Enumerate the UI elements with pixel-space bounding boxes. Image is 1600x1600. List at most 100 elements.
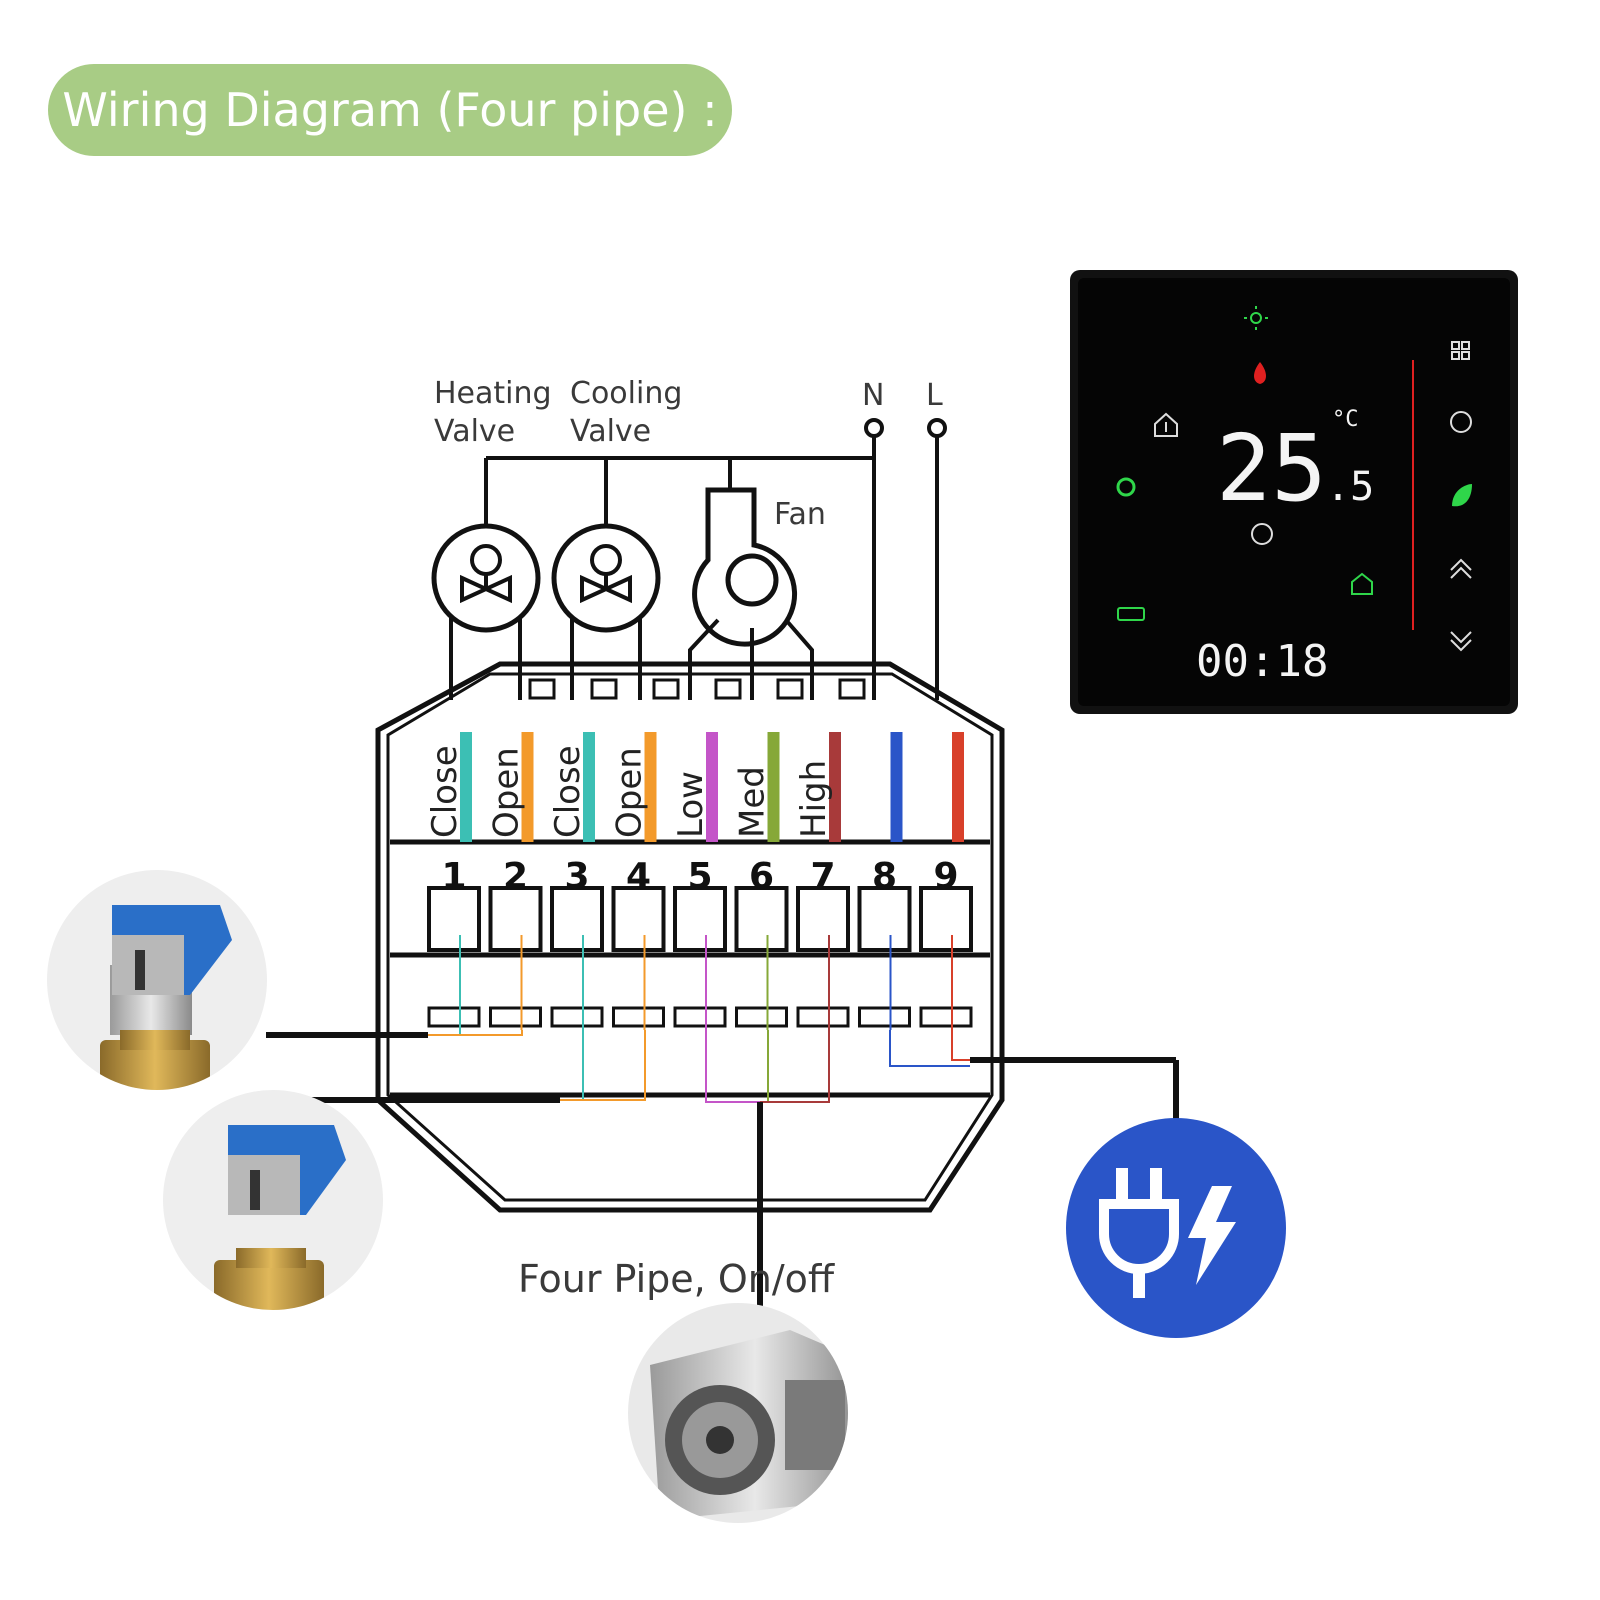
diagram-title: Wiring Diagram (Four pipe) : <box>48 64 732 156</box>
terminal-number-7: 7 <box>810 856 835 897</box>
route-wire-5 <box>705 1030 760 1103</box>
terminal-slot-9 <box>919 886 973 952</box>
wire-bar-4 <box>644 732 657 842</box>
terminal-block <box>427 678 973 1028</box>
caption: Four Pipe, On/off <box>518 1257 835 1301</box>
menu-button[interactable] <box>1451 341 1470 360</box>
fan-symbol <box>688 487 814 700</box>
terminal-label-7: High <box>794 760 834 838</box>
terminal-label-5: Low <box>671 771 711 838</box>
terminal-slot-4 <box>611 886 666 952</box>
terminal-wire-bars <box>460 732 964 842</box>
terminal-number-2: 2 <box>503 856 528 897</box>
terminal-number-8: 8 <box>872 856 897 897</box>
terminal-label-3: Close <box>548 745 588 838</box>
neutral-label: N <box>862 378 884 413</box>
home-icon[interactable] <box>1154 412 1178 437</box>
flame-icon <box>1254 362 1266 384</box>
wire-bar-8 <box>890 732 903 842</box>
housing-tab <box>652 678 680 700</box>
terminal-clamp-1 <box>427 1006 481 1028</box>
terminal-label-2: Open <box>487 747 527 838</box>
heating-valve-symbol <box>431 523 541 633</box>
wire-bar-6 <box>767 732 780 842</box>
terminal-number-4: 4 <box>626 856 651 897</box>
valve-photo-1 <box>47 870 267 1090</box>
route-wire-7 <box>760 1030 830 1103</box>
temperature-unit: °C <box>1332 407 1359 432</box>
leaf-icon[interactable] <box>1452 484 1472 507</box>
terminal-clamp-8 <box>858 1006 911 1028</box>
status-indicator-icon <box>1117 607 1145 621</box>
terminal-clamp-2 <box>489 1006 542 1028</box>
sun-icon[interactable] <box>1244 306 1268 330</box>
wire-bar-2 <box>521 732 534 842</box>
terminal-label-6: Med <box>733 766 773 838</box>
route-wire-6 <box>760 1030 769 1103</box>
route-wire-3 <box>560 1030 584 1101</box>
chevron-up-icon[interactable] <box>1450 558 1472 579</box>
clock-display: 00:18 <box>1196 636 1328 687</box>
terminal-number-3: 3 <box>564 856 589 897</box>
terminal-clamp-3 <box>550 1006 604 1028</box>
lower-thin-wires <box>428 935 970 1103</box>
valve-photo-2 <box>163 1090 383 1310</box>
thermostat-device: 25 .5 °C 00:18 <box>1070 270 1518 714</box>
terminal-slot-6 <box>734 886 789 952</box>
wire-bar-1 <box>460 732 472 842</box>
wire-bar-7 <box>829 732 841 842</box>
bus-wires <box>449 436 939 700</box>
housing-tab <box>776 678 804 700</box>
housing-tab <box>590 678 618 700</box>
terminal-number-5: 5 <box>687 856 712 897</box>
temperature-decimal: .5 <box>1326 464 1374 510</box>
terminal-label-4: Open <box>610 747 650 838</box>
terminal-label-1: Close <box>425 745 465 838</box>
terminal-clamp-5 <box>673 1006 727 1028</box>
temperature-display: 25 <box>1216 415 1327 522</box>
route-wire-8 <box>889 1030 970 1067</box>
terminal-slot-3 <box>550 886 604 952</box>
fan-photo <box>628 1303 848 1523</box>
live-terminal <box>927 418 947 438</box>
live-label: L <box>926 378 943 413</box>
fan-label: Fan <box>774 497 826 532</box>
thermostat-back-housing <box>375 661 1005 1213</box>
heating-valve-label-1: Heating <box>434 376 552 411</box>
terminal-slot-2 <box>488 886 543 952</box>
terminal-slot-1 <box>427 886 481 952</box>
terminal-number-6: 6 <box>749 856 774 897</box>
power-plug-icon <box>1066 1118 1286 1338</box>
neutral-terminal <box>864 418 884 438</box>
wire-bar-9 <box>952 732 964 842</box>
cooling-valve-symbol <box>551 523 661 633</box>
away-icon <box>1351 572 1373 595</box>
housing-tab <box>714 678 742 700</box>
housing-tab <box>528 678 556 700</box>
housing-tab <box>838 678 866 700</box>
route-wire-4 <box>560 1030 646 1101</box>
terminal-clamp-4 <box>612 1006 665 1028</box>
output-wires <box>266 1032 1179 1330</box>
terminal-clamp-6 <box>735 1006 788 1028</box>
terminal-number-9: 9 <box>933 856 958 897</box>
terminal-labels: Close Open Close Open Low Med High <box>425 745 834 838</box>
terminal-slot-5 <box>673 886 727 952</box>
clock-button[interactable] <box>1450 411 1472 433</box>
cooling-valve-label-2: Valve <box>570 414 651 449</box>
terminal-clamp-7 <box>796 1006 850 1028</box>
route-wire-2 <box>428 1030 523 1036</box>
wire-bar-3 <box>583 732 595 842</box>
terminal-slot-7 <box>796 886 850 952</box>
wire-bar-5 <box>706 732 718 842</box>
schedule-icon <box>1251 523 1273 545</box>
heating-valve-label-2: Valve <box>434 414 515 449</box>
cooling-valve-label-1: Cooling <box>570 376 682 411</box>
terminal-slot-8 <box>857 886 912 952</box>
terminal-number-1: 1 <box>441 856 466 897</box>
chevron-down-icon[interactable] <box>1450 631 1472 652</box>
auto-mode-icon[interactable] <box>1116 477 1136 497</box>
route-wire-9 <box>951 1030 970 1061</box>
